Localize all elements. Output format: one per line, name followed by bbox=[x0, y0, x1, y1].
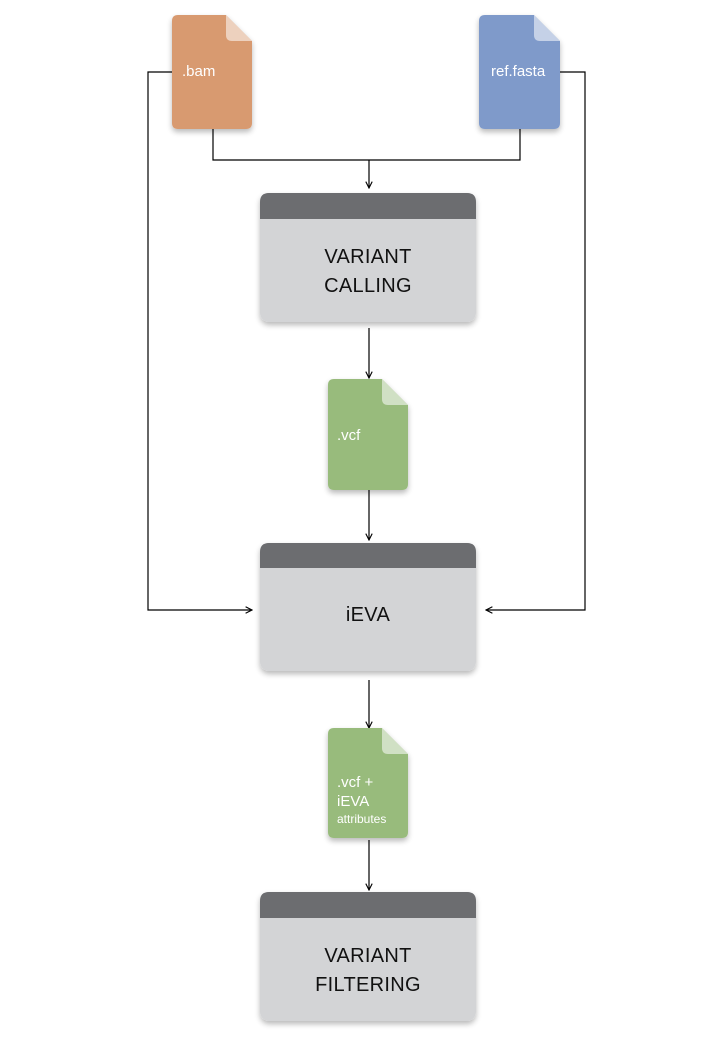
bam-label-text: .bam bbox=[182, 63, 216, 80]
variant-calling-process bbox=[260, 193, 476, 322]
vcf-attributes-file-icon bbox=[328, 728, 408, 838]
arrow-bam-to-ieva bbox=[147, 71, 252, 610]
vcf-attr-line1: .vcf + bbox=[337, 774, 374, 791]
ieva-process bbox=[260, 543, 476, 671]
variant-filtering-label: VARIANT FILTERING bbox=[260, 942, 476, 1000]
variant-filtering-process bbox=[260, 892, 476, 1021]
bam-file-label: .bam bbox=[182, 62, 215, 81]
vcf-attr-line3: attributes bbox=[337, 812, 387, 826]
ieva-line1: iEVA bbox=[345, 604, 391, 626]
fasta-file-label: ref.fasta bbox=[491, 62, 545, 81]
variant-calling-line1: VARIANT bbox=[324, 246, 412, 268]
vcf-label-text: .vcf bbox=[337, 427, 361, 444]
vcf-attr-line2: iEVA bbox=[337, 793, 370, 810]
vcf-file-icon bbox=[328, 379, 408, 490]
variant-calling-label: VARIANT CALLING bbox=[260, 243, 476, 301]
connectors bbox=[147, 71, 586, 890]
variant-calling-line2: CALLING bbox=[324, 275, 412, 297]
ieva-label: iEVA bbox=[260, 601, 476, 630]
variant-filtering-line1: VARIANT bbox=[324, 945, 412, 967]
connector-bam-down bbox=[212, 129, 521, 161]
fasta-label-text: ref.fasta bbox=[491, 63, 546, 80]
vcf-attributes-file-label: .vcf + iEVA attributes bbox=[337, 773, 386, 827]
arrow-fasta-to-ieva bbox=[486, 71, 586, 610]
vcf-file-label: .vcf bbox=[337, 426, 360, 445]
fasta-file-icon bbox=[479, 15, 560, 129]
bam-file-icon bbox=[172, 15, 252, 129]
variant-filtering-line2: FILTERING bbox=[315, 974, 421, 996]
